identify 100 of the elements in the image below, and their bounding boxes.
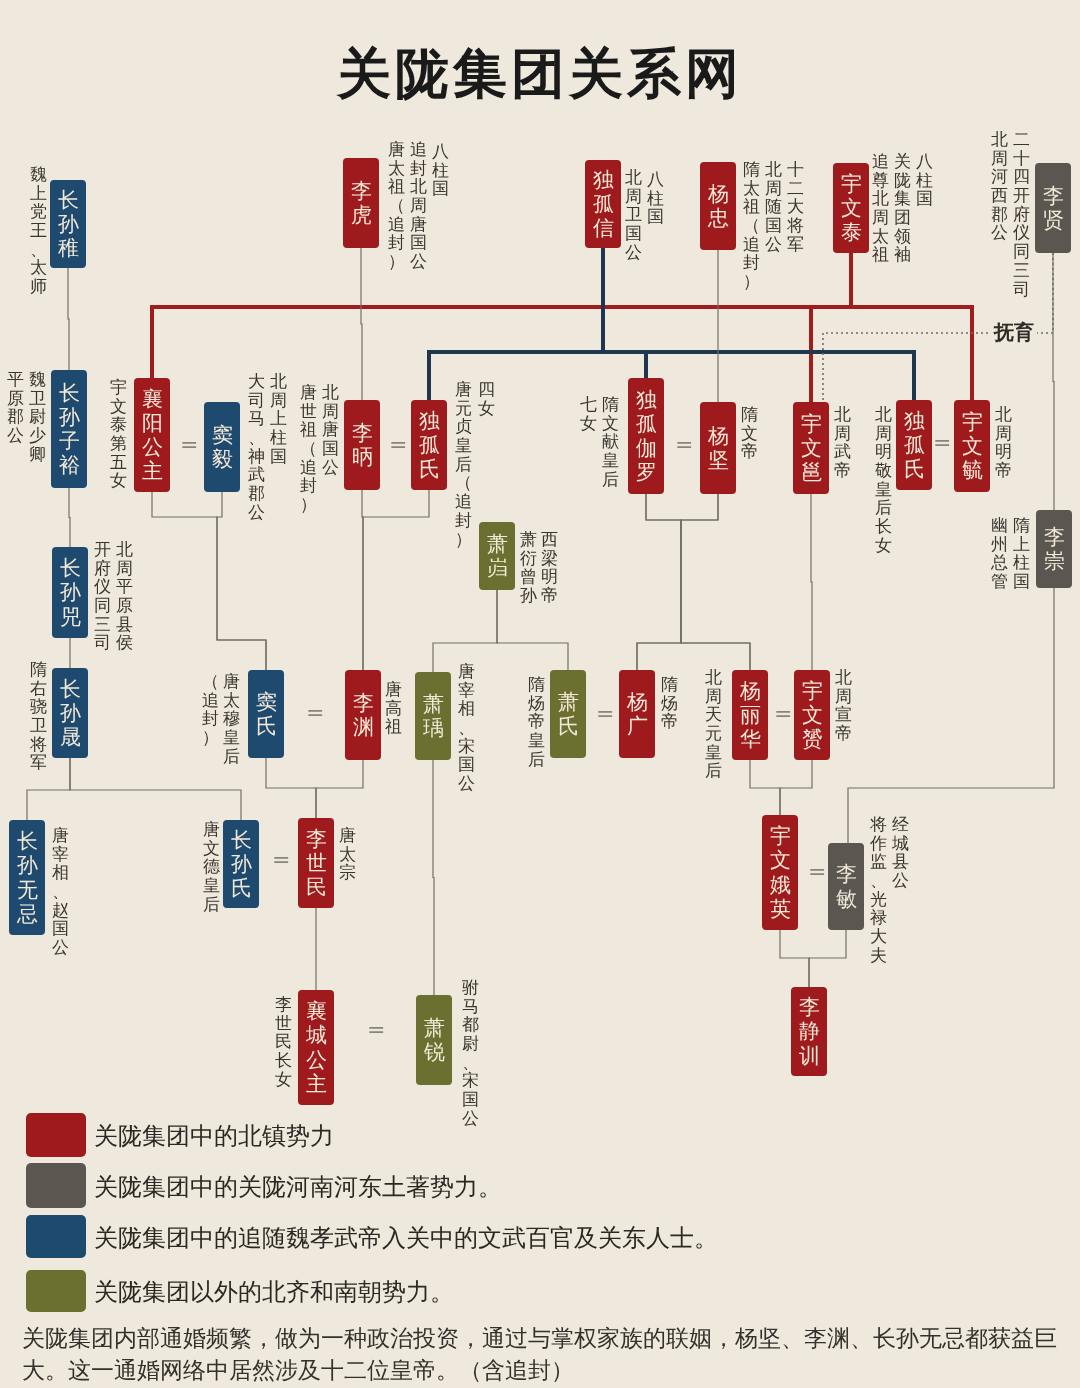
legend-label: 关陇集团中的追随魏孝武帝入关中的文武百官及关东人士。 [94, 1222, 718, 1254]
name-tag: 李世民 [298, 818, 334, 908]
name-tag: 长孙稚 [50, 180, 86, 268]
annotation: 唐太宗 [338, 826, 356, 883]
annotation: 将作监、光禄大夫 [869, 815, 887, 965]
connector-line [68, 487, 71, 548]
annotation: 北周河西郡公 [990, 130, 1008, 243]
annotation: 开府仪同三司 [93, 540, 111, 653]
annotation: 唐文德皇后 [202, 820, 220, 914]
name-tag: 杨丽华 [732, 670, 768, 760]
equals-sign: = [180, 434, 199, 456]
annotation: 宇文泰第五女 [109, 378, 127, 491]
name-tag: 萧瑀 [415, 672, 451, 760]
legend-label: 关陇集团中的关陇河南河东土著势力。 [94, 1171, 502, 1203]
annotation: 北周平原县侯 [115, 540, 133, 653]
annotation: 北周明敬皇后长女 [874, 405, 892, 555]
annotation: 魏上党王、太师 [29, 165, 47, 296]
name-tag: 宇文赟 [794, 670, 830, 760]
name-tag: 李贤 [1035, 163, 1071, 253]
annotation: 唐世祖（追封） [299, 383, 317, 514]
annotation: 八柱国 [915, 152, 933, 209]
equals-sign: = [933, 432, 952, 454]
connector-line [216, 491, 267, 671]
name-tag: 独孤伽罗 [628, 378, 664, 494]
equals-sign: = [272, 849, 291, 871]
name-tag: 李昞 [344, 400, 380, 490]
annotation: 北周明帝 [994, 405, 1012, 480]
name-tag: 萧岿 [479, 522, 515, 590]
annotation: 萧衍曾孙 [519, 530, 537, 605]
name-tag: 萧锐 [416, 995, 452, 1085]
annotation: （追封） [201, 672, 219, 747]
annotation: 隋炀帝 [660, 675, 678, 732]
connector-line [1052, 252, 1055, 511]
annotation: 隋文献皇后 [601, 395, 619, 489]
annotation: 北周随国公 [764, 160, 782, 254]
name-tag: 宇文毓 [954, 400, 990, 492]
connector-line [717, 249, 719, 403]
annotation: 四女 [477, 380, 495, 418]
annotation: 北周天元皇后 [704, 668, 722, 781]
equals-sign: = [306, 702, 325, 724]
name-tag: 长孙氏 [223, 820, 259, 908]
equals-sign: = [596, 703, 615, 725]
legend-label: 关陇集团以外的北齐和南朝势力。 [94, 1277, 454, 1308]
equals-sign: = [367, 1019, 386, 1041]
connector-line [315, 759, 364, 819]
annotation: 唐元贞皇后（追封） [454, 380, 472, 549]
equals-sign: = [808, 861, 827, 883]
annotation: 唐高祖 [384, 680, 402, 737]
annotation: 李世民长女 [274, 995, 292, 1089]
name-tag: 独孤氏 [896, 400, 932, 490]
connector-line [496, 589, 569, 671]
connector-line [67, 267, 70, 371]
annotation: 北周武帝 [833, 405, 851, 480]
connector-line [315, 907, 317, 991]
name-tag: 长孙晟 [52, 668, 88, 758]
annotation: 魏卫尉少卿 [28, 370, 46, 464]
equals-sign: = [389, 434, 408, 456]
connector-line [69, 637, 71, 669]
annotation: 北周唐国公 [321, 383, 339, 477]
connector-line [432, 759, 435, 996]
title: 关陇集团关系网 [335, 40, 744, 107]
annotation: 追尊北周太祖 [871, 152, 889, 265]
name-tag: 独孤信 [585, 160, 621, 248]
name-tag: 长孙无忌 [9, 820, 45, 935]
annotation: 北周宣帝 [834, 668, 852, 743]
connector-line [847, 587, 1055, 844]
name-tag: 襄城公主 [298, 990, 334, 1105]
annotation: 隋太祖（追封） [742, 160, 760, 291]
name-tag: 长孙子裕 [51, 370, 87, 488]
name-tag: 杨忠 [700, 162, 736, 250]
name-tag: 宇文娥英 [762, 815, 798, 930]
annotation: 十二大将军 [786, 160, 804, 254]
annotation: 七女 [579, 395, 597, 433]
connector-line [779, 759, 813, 816]
annotation: 隋上柱国 [1012, 516, 1030, 591]
name-tag: 李静训 [791, 987, 827, 1076]
annotation: 隋文帝 [740, 405, 758, 462]
name-tag: 萧氏 [550, 670, 586, 758]
name-tag: 襄阳公主 [134, 378, 170, 492]
name-tag: 窦氏 [248, 670, 284, 758]
annotation: 平原郡公 [6, 370, 24, 445]
annotation: 唐太祖（追封） [387, 140, 405, 271]
annotation: 隋炀帝皇后 [527, 675, 545, 769]
annotation: 唐宰相、赵国公 [51, 826, 69, 957]
annotation: 北周卫国公 [624, 168, 642, 262]
connector-line [808, 929, 847, 988]
note-text: 关陇集团内部通婚频繁，做为一种政治投资，通过与掌权家族的联姻，杨坚、李渊、长孙无忌都获益巨大。这一通婚网络中居然涉及十二位皇帝。（含追封） [22, 1324, 1058, 1386]
annotation: 驸马都尉、宋国公 [461, 978, 479, 1128]
annotation: 大司马、神武郡公 [247, 372, 265, 522]
name-tag: 杨广 [619, 670, 655, 758]
annotation: 西梁明帝 [540, 530, 558, 605]
connector-line [810, 493, 813, 671]
connector-line [361, 489, 430, 671]
annotation: 八柱国 [646, 170, 664, 227]
connector-line [680, 493, 751, 671]
annotation: 二十四开府仪同三司 [1012, 130, 1030, 299]
connector-line [360, 247, 363, 401]
annotation: 经城县公 [891, 815, 909, 890]
name-tag: 窦毅 [204, 402, 240, 492]
legend-label: 关陇集团中的北镇势力 [94, 1121, 334, 1152]
